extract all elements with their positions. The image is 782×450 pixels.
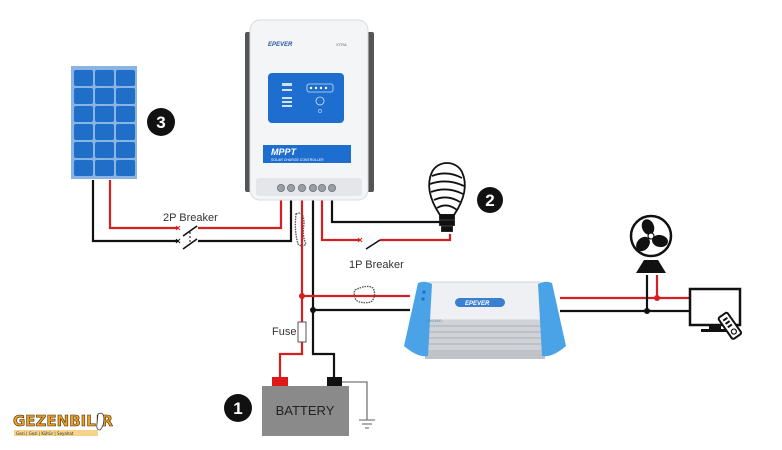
badge-2: 2: [477, 187, 503, 213]
terminal-screw: [308, 183, 317, 192]
footprint-icon: [96, 412, 105, 431]
solar-cell: [74, 88, 93, 104]
wire-pv-positive: [108, 180, 178, 230]
solar-cell: [95, 88, 114, 104]
wire-battery-positive-2: [278, 342, 304, 377]
solar-cell: [74, 70, 93, 86]
badge-3-number: 3: [156, 113, 165, 132]
wire-ground: [342, 381, 368, 420]
watermark-tagline: Gezi | Gezi | Kültür | Seyahat: [16, 431, 74, 436]
inverter-brand: EPEVER: [465, 301, 490, 307]
solar-cell: [74, 142, 93, 158]
inverter: EPEVER SHI1000: [404, 281, 566, 359]
solar-cell: [74, 106, 93, 122]
led-icon: [422, 290, 426, 294]
remote-icon: [717, 311, 743, 340]
battery-body: [262, 386, 349, 436]
solar-cell: [116, 106, 135, 122]
solar-cell: [95, 142, 114, 158]
terminal-screw: [327, 183, 336, 192]
solar-cell: [74, 124, 93, 140]
junction-dot: [310, 307, 316, 313]
solar-cell: [116, 160, 135, 176]
terminal-screw: [276, 183, 285, 192]
solar-cell: [116, 70, 135, 86]
badge-2-number: 2: [485, 191, 494, 210]
tv-icon: [688, 287, 743, 340]
battery-negative-terminal: [327, 377, 342, 386]
solar-cell: [95, 160, 114, 176]
watermark-logo: GEZENBILIR Gezi | Gezi | Kültür | Seyaha…: [13, 412, 114, 436]
terminal-screw: [297, 183, 306, 192]
breaker-2p-label: 2P Breaker: [163, 212, 218, 224]
solar-cell: [95, 124, 114, 140]
solar-cell: [95, 106, 114, 122]
controller-subtitle: SOLAR CHARGE CONTROLLER: [271, 158, 324, 162]
badge-3: 3: [147, 108, 175, 136]
junction-dot: [299, 293, 305, 299]
led-icon: [421, 297, 425, 301]
controller-product-name: MPPT: [271, 147, 298, 157]
fan-icon: [629, 214, 673, 273]
controller-band: [263, 145, 351, 163]
breaker-1p-label: 1P Breaker: [349, 259, 404, 271]
badge-1-number: 1: [233, 399, 242, 418]
button-icon: [315, 96, 325, 106]
solar-cell: [74, 160, 93, 176]
wire-load-positive-2: [380, 234, 452, 242]
solar-cell: [116, 124, 135, 140]
ground-icon: [359, 419, 375, 429]
wire-breaker-controller-negative: [198, 197, 293, 243]
wire-pv-negative: [91, 180, 178, 243]
solar-cell: [116, 142, 135, 158]
controller-display: [268, 73, 344, 123]
inverter-model: SHI1000: [426, 318, 442, 323]
terminal-screw: [317, 183, 326, 192]
wire-breaker-controller-positive: [198, 197, 283, 230]
solar-panel: [71, 66, 137, 179]
controller-model: XTRA: [336, 42, 347, 47]
solar-cell: [95, 70, 114, 86]
battery: BATTERY: [262, 377, 349, 436]
current-sensor-icon: [294, 212, 307, 247]
breaker-1p: [357, 237, 381, 250]
fuse-icon: [297, 321, 307, 343]
wire-load-positive: [320, 197, 360, 242]
solar-cells: [74, 70, 135, 176]
wire-load-negative: [330, 197, 444, 224]
junction-dot: [654, 295, 660, 301]
badge-1: 1: [224, 394, 252, 422]
led-indicators: [306, 83, 334, 93]
current-sensor-icon: [353, 285, 376, 304]
junction-dot: [644, 308, 650, 314]
charge-controller: EPEVER XTRA MPPT SOLAR CHARGE CONTROLLER: [245, 19, 374, 201]
solar-cell: [116, 88, 135, 104]
lamp-icon: [428, 162, 466, 232]
controller-terminals: [276, 183, 336, 192]
fuse-label: Fuse: [272, 326, 296, 338]
breaker-2p: [175, 225, 198, 250]
battery-label: BATTERY: [276, 403, 335, 418]
junctions: [299, 293, 660, 314]
wire-battery-negative: [311, 310, 336, 377]
watermark-name: GEZENBILIR: [13, 412, 113, 430]
controller-brand: EPEVER: [268, 42, 293, 48]
terminal-screw: [286, 183, 295, 192]
battery-positive-terminal: [272, 377, 288, 386]
